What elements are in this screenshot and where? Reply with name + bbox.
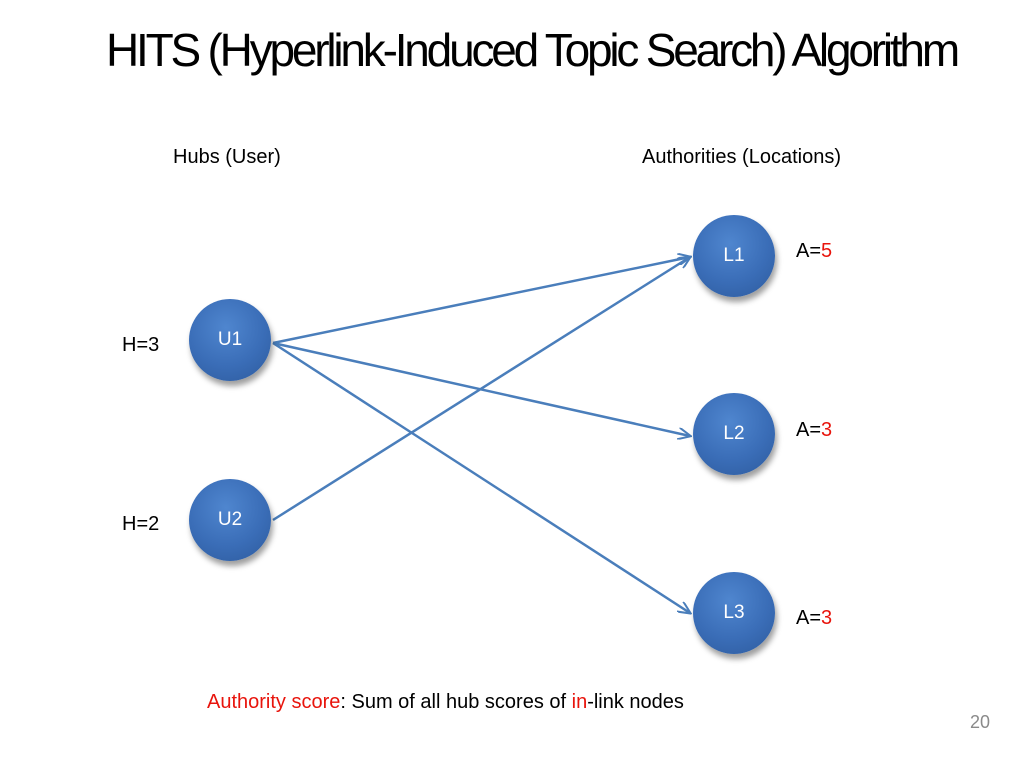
hub-node-u1: U1: [189, 299, 271, 381]
hub-score-u1: H=3: [122, 334, 159, 357]
authority-score-l1: A=5: [796, 240, 832, 263]
authority-node-l3: L3: [693, 572, 775, 654]
caption: Authority score: Sum of all hub scores o…: [207, 691, 684, 714]
edge-u2-l1: [272, 257, 690, 522]
edge-u1-l3: [272, 341, 690, 613]
caption-term: Authority score: [207, 691, 341, 713]
hubs-column-header: Hubs (User): [173, 146, 281, 168]
hub-score-u1-value: 3: [148, 334, 160, 356]
authority-score-l1-value: 5: [821, 240, 833, 262]
authority-score-l1-prefix: A=: [796, 240, 822, 262]
authorities-column-header: Authorities (Locations): [642, 146, 841, 168]
caption-in: in: [571, 691, 588, 713]
authority-score-l3-prefix: A=: [796, 607, 822, 629]
authority-score-l2-value: 3: [821, 419, 833, 441]
page-number: 20: [970, 712, 991, 732]
authority-score-l3: A=3: [796, 607, 832, 630]
authority-score-l2: A=3: [796, 419, 832, 442]
slide-title: HITS (Hyperlink-Induced Topic Search) Al…: [106, 24, 960, 76]
hub-score-u2: H=2: [122, 513, 159, 536]
hub-score-u2-value: 2: [148, 513, 160, 535]
caption-tail: -link nodes: [587, 691, 684, 713]
hub-score-u1-prefix: H=: [122, 334, 149, 356]
hub-score-u2-prefix: H=: [122, 513, 149, 535]
authority-score-l3-value: 3: [821, 607, 833, 629]
hub-node-u2: U2: [189, 479, 271, 561]
authority-node-l1: L1: [693, 215, 775, 297]
edge-u1-l1: [272, 257, 690, 345]
caption-text: : Sum of all hub scores of: [340, 691, 572, 713]
authority-node-l2: L2: [693, 393, 775, 475]
authority-score-l2-prefix: A=: [796, 419, 822, 441]
